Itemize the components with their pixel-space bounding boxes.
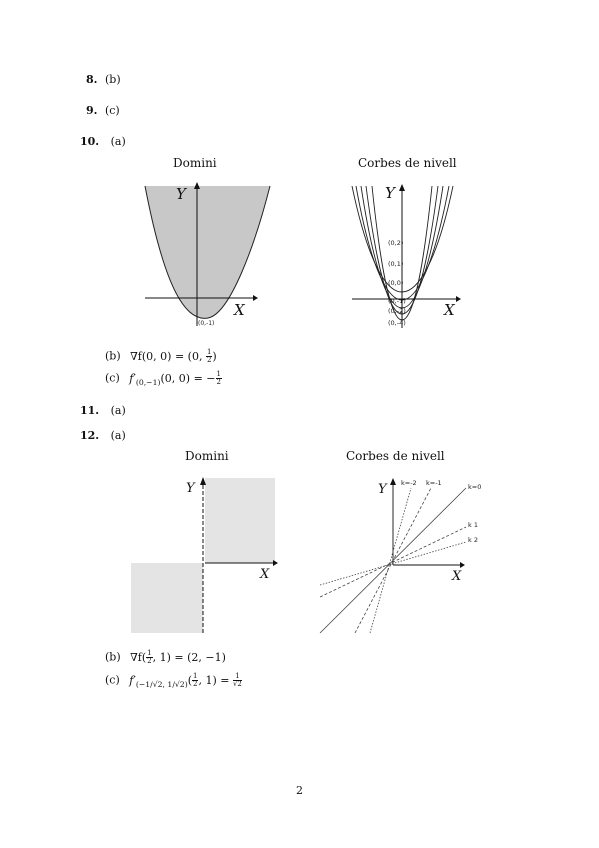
math-text: , 1) = (2, −1): [152, 650, 226, 664]
axis-label-y: Y: [186, 481, 196, 496]
axis-label-x: X: [443, 301, 456, 319]
level-label: k 2: [468, 536, 478, 544]
math-text: (: [187, 673, 192, 687]
level-point-label: (0,2): [388, 239, 403, 247]
math-text: ∇f(0, 0) = (0,: [130, 349, 206, 363]
level-line-km1: [354, 487, 432, 634]
level-label: k=-2: [401, 479, 417, 487]
domain-region: [145, 186, 270, 319]
answer-label: (c): [105, 673, 120, 687]
item-answer: (a): [110, 404, 126, 417]
math-text: ): [212, 349, 217, 363]
fig10-domain-title: Domini: [173, 156, 217, 170]
item-10: 10. (a): [80, 136, 126, 147]
domain-boundary: [144, 185, 271, 319]
axis-label-x: X: [259, 567, 270, 582]
axis-label-y: Y: [385, 184, 397, 202]
answer-label: (b): [105, 349, 121, 363]
axis-label-y: Y: [176, 185, 188, 203]
math-text: , 1) =: [198, 673, 233, 687]
math-text: f′: [129, 673, 136, 687]
answer-label: (b): [105, 650, 121, 664]
item-answer: (a): [110, 135, 126, 148]
item-number: 8.: [86, 73, 98, 86]
item-number: 9.: [86, 104, 98, 117]
math-text: f′: [129, 371, 136, 385]
axis-label-y: Y: [378, 482, 388, 497]
item-number: 10.: [80, 135, 100, 148]
item-number: 12.: [80, 429, 100, 442]
level-point-label: (0,0): [388, 279, 403, 287]
level-line-k1: [319, 526, 467, 598]
item-answer: (c): [104, 104, 120, 117]
level-point-label: (0,-2): [388, 307, 406, 315]
item-9: 9. (c): [86, 105, 120, 116]
item-answer: (a): [110, 429, 126, 442]
math-text: ∇f(: [130, 650, 147, 664]
fraction: 1√2: [232, 672, 242, 688]
answer-label: (c): [105, 371, 120, 385]
level-point-label: (0,1): [388, 260, 403, 268]
page-number: 2: [296, 784, 303, 797]
level-label: k 1: [468, 521, 478, 529]
level-label: k=-1: [426, 479, 442, 487]
axis-label-x: X: [233, 301, 246, 319]
fig10-levels-title: Corbes de nivell: [358, 156, 457, 170]
item-number: 11.: [80, 404, 100, 417]
level-label: k=0: [468, 483, 481, 491]
level-point-label: (0,-1): [388, 297, 406, 305]
axis-label-x: X: [451, 569, 462, 584]
math-text: (0, 0) = −: [160, 371, 216, 385]
level-line-km2: [369, 487, 412, 634]
item-12: 12. (a): [80, 430, 126, 441]
level-point-label: (0,-4): [388, 319, 406, 327]
domain-region-lower: [131, 563, 203, 633]
point-label: (0,-1): [198, 320, 214, 327]
item-8: 8. (b): [86, 74, 121, 85]
item-answer: (b): [104, 73, 121, 86]
domain-region-upper: [205, 478, 275, 563]
math-subscript: (0,−1): [135, 377, 161, 387]
math-subscript: (−1/√2, 1/√2): [135, 679, 188, 689]
fig12-levels-title: Corbes de nivell: [346, 449, 445, 463]
fig12-domain-title: Domini: [185, 449, 229, 463]
item-11: 11. (a): [80, 405, 126, 416]
level-line-k2: [319, 541, 467, 586]
